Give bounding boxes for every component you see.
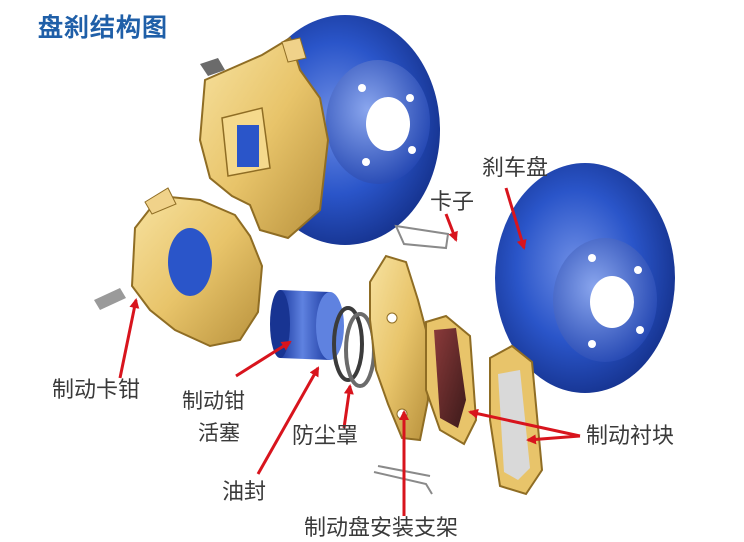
assembled-caliper bbox=[198, 36, 330, 240]
exploded-rotor bbox=[495, 163, 675, 393]
label-clip: 卡子 bbox=[430, 190, 475, 215]
label-bracket: 制动盘安装支架 bbox=[304, 516, 459, 541]
page-title: 盘刹结构图 bbox=[38, 13, 169, 42]
label-piston-line1: 制动钳 bbox=[182, 389, 245, 413]
leader-arrows bbox=[118, 187, 581, 516]
label-dust-boot: 防尘罩 bbox=[292, 424, 359, 449]
label-seal: 油封 bbox=[222, 480, 267, 505]
label-piston-line2: 活塞 bbox=[198, 421, 240, 445]
label-rotor: 刹车盘 bbox=[482, 156, 549, 181]
brake-pad-outer bbox=[489, 344, 544, 496]
brake-pad-inner bbox=[425, 314, 478, 446]
label-pads: 制动衬块 bbox=[586, 424, 675, 449]
exploded-caliper bbox=[94, 187, 264, 348]
mounting-bracket bbox=[369, 254, 430, 442]
label-caliper: 制动卡钳 bbox=[52, 378, 141, 403]
